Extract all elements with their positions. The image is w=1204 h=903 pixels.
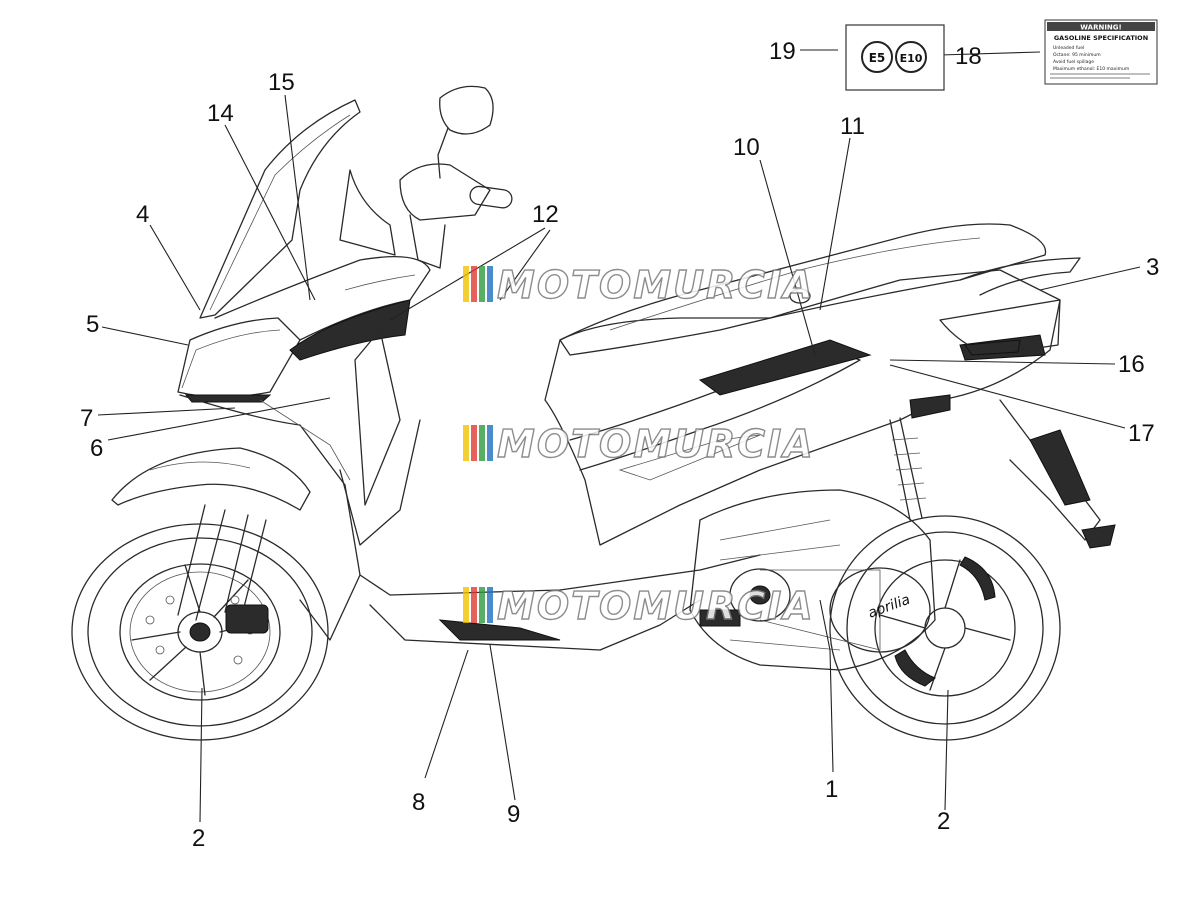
callout-11: 11 [840, 113, 865, 140]
callout-9: 9 [507, 801, 520, 828]
watermark-top: MOTOMURCIA [463, 262, 815, 308]
side-body-panel [544, 269, 1061, 546]
callout-14: 14 [207, 100, 234, 127]
callout-16: 16 [1118, 351, 1145, 378]
warning-title: WARNING! [1080, 24, 1121, 32]
watermark-middle: MOTOMURCIA [463, 421, 815, 467]
fuel-badge-e5: E5 [861, 41, 893, 73]
floorboard [359, 554, 761, 651]
rear-wheel [829, 515, 1061, 741]
rear-mudguard [999, 399, 1116, 549]
callout-15: 15 [268, 69, 295, 96]
callout-labels: 1 2 2 3 4 5 6 7 8 9 10 11 12 14 15 16 17… [80, 38, 1159, 852]
callout-18: 18 [955, 43, 982, 70]
fuel-badge-e10: E10 [895, 41, 927, 73]
callout-7: 7 [80, 405, 93, 432]
callout-2-rear: 2 [937, 808, 950, 835]
rear-grab-rail [959, 257, 1081, 296]
svg-text:Avoid fuel spillage: Avoid fuel spillage [1053, 59, 1094, 65]
gasoline-warning-label: WARNING! GASOLINE SPECIFICATION Unleaded… [1044, 19, 1158, 85]
headlight [177, 317, 301, 403]
seat [559, 223, 1047, 356]
callout-5: 5 [86, 311, 99, 338]
leader-lines [97, 49, 1141, 823]
callout-3: 3 [1146, 254, 1159, 281]
callout-6: 6 [90, 435, 103, 462]
windscreen [199, 99, 361, 319]
handlebar [339, 163, 513, 269]
front-fork [111, 447, 311, 621]
svg-text:E10: E10 [900, 52, 923, 65]
svg-text:Unleaded fuel: Unleaded fuel [1053, 45, 1084, 51]
callout-4: 4 [136, 201, 149, 228]
rear-shock [889, 417, 927, 521]
svg-text:E5: E5 [869, 51, 886, 65]
svg-text:MOTOMURCIA: MOTOMURCIA [497, 263, 815, 307]
fuel-badge-box: E5 E10 [845, 24, 945, 91]
svg-text:Octane: 95 minimum: Octane: 95 minimum [1053, 52, 1101, 58]
callout-10: 10 [733, 134, 760, 161]
warning-subtitle: GASOLINE SPECIFICATION [1054, 34, 1148, 42]
engine-unit: aprilia [689, 489, 936, 671]
svg-text:Maximum ethanol: E10 maximum: Maximum ethanol: E10 maximum [1053, 66, 1129, 72]
callout-1: 1 [825, 776, 838, 803]
callout-2-front: 2 [192, 825, 205, 852]
svg-text:MOTOMURCIA: MOTOMURCIA [497, 584, 815, 628]
front-wheel [71, 523, 329, 741]
watermark-bottom: MOTOMURCIA [463, 583, 815, 629]
callout-8: 8 [412, 789, 425, 816]
mirror [437, 85, 494, 179]
svg-text:MOTOMURCIA: MOTOMURCIA [497, 422, 815, 466]
callout-17: 17 [1128, 420, 1155, 447]
callout-19: 19 [769, 38, 796, 65]
callout-12: 12 [532, 201, 559, 228]
front-shield [179, 256, 431, 641]
rear-light [939, 299, 1061, 356]
